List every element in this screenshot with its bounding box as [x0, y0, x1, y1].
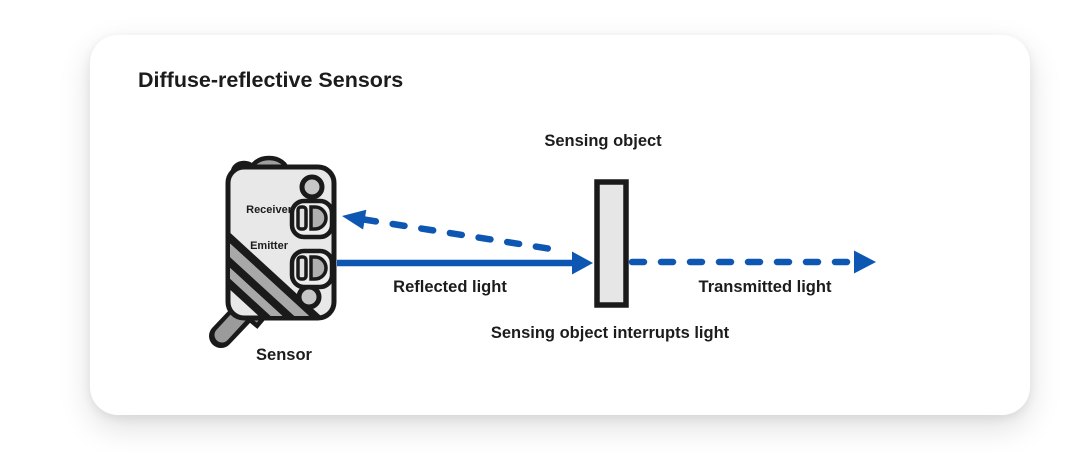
sensor-screw-bottom-icon [296, 284, 322, 310]
diagram-title: Diffuse-reflective Sensors [138, 68, 404, 92]
receiver-label: Receiver [246, 204, 292, 216]
reflected-beam-arrow [342, 209, 568, 255]
sensor-diagram [209, 155, 876, 348]
emitter-lens-icon [289, 248, 335, 290]
sensor-screw-top-icon [299, 174, 325, 200]
transmitted-light-label: Transmitted light [698, 278, 832, 296]
emitted-beam-arrow [337, 251, 593, 275]
sensor-label: Sensor [256, 346, 312, 364]
transmitted-beam-arrow [628, 250, 876, 274]
interrupt-caption: Sensing object interrupts light [490, 324, 730, 342]
sensing-object [594, 179, 629, 308]
emitter-label: Emitter [250, 240, 288, 252]
receiver-lens-icon [289, 198, 335, 240]
sensing-object-label: Sensing object [544, 132, 662, 150]
diagram-card: Diffuse-reflective Sensors Receiver Emit… [90, 35, 1030, 415]
reflected-light-label: Reflected light [393, 278, 507, 296]
